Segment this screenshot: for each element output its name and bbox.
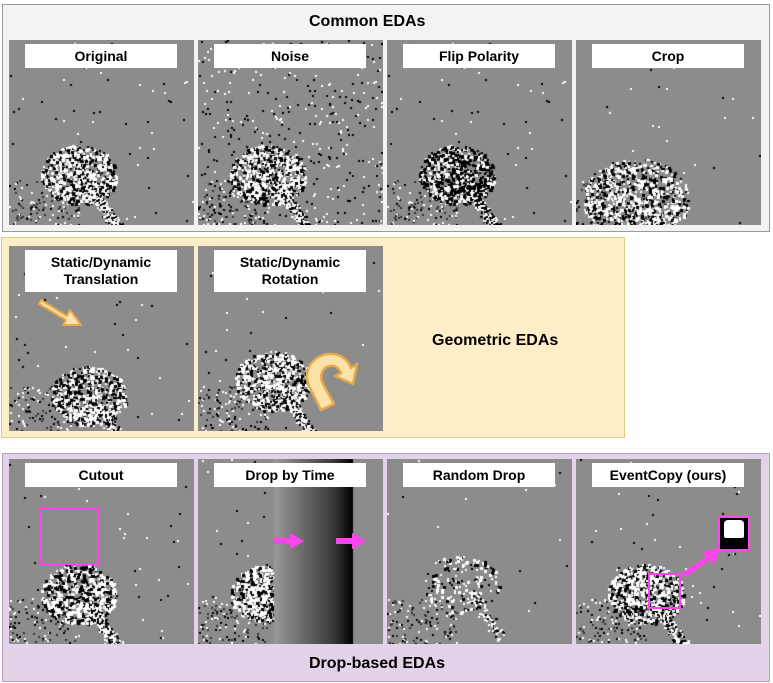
panel-label-crop: Crop — [592, 44, 744, 68]
panel-label-drop-by-time: Drop by Time — [214, 463, 366, 487]
event-frame-random-drop — [387, 459, 572, 644]
panel-cutout: Cutout — [9, 459, 194, 644]
translation-arrow-icon — [38, 299, 82, 326]
panel-crop: Crop — [576, 40, 761, 225]
panel-label-flip-polarity: Flip Polarity — [403, 44, 555, 68]
event-frame-cutout — [9, 459, 194, 644]
panel-label-cutout: Cutout — [25, 463, 177, 487]
event-frame-flip-polarity — [387, 40, 572, 225]
rotation-arrow-icon — [305, 352, 359, 412]
panel-rotation: Static/Dynamic Rotation — [198, 246, 383, 431]
panel-translation: Static/Dynamic Translation — [9, 246, 194, 431]
event-frame-noise — [198, 40, 383, 225]
panel-label-original: Original — [25, 44, 177, 68]
drop-based-edas-title: Drop-based EDAs — [309, 655, 446, 672]
common-edas-title: Common EDAs — [309, 13, 426, 30]
panel-label-rotation: Static/Dynamic Rotation — [214, 250, 366, 292]
panel-original: Original — [9, 40, 194, 225]
panel-random-drop: Random Drop — [387, 459, 572, 644]
panel-label-random-drop: Random Drop — [403, 463, 555, 487]
panel-eventcopy: EventCopy (ours) — [576, 459, 761, 644]
geometric-edas-title: Geometric EDAs — [432, 332, 559, 349]
event-frame-drop-by-time — [198, 459, 383, 644]
panel-drop-by-time: Drop by Time — [198, 459, 383, 644]
time-arrow-2-icon — [336, 533, 366, 549]
event-frame-crop — [576, 40, 761, 225]
eventcopy-target-box — [718, 516, 750, 551]
eventcopy-source-box — [648, 573, 681, 609]
panel-label-translation: Static/Dynamic Translation — [25, 250, 177, 292]
event-frame-eventcopy — [576, 459, 761, 644]
panel-noise: Noise — [198, 40, 383, 225]
panel-label-eventcopy: EventCopy (ours) — [592, 463, 744, 487]
panel-label-noise: Noise — [214, 44, 366, 68]
event-frame-original — [9, 40, 194, 225]
panel-flip-polarity: Flip Polarity — [387, 40, 572, 225]
time-arrow-1-icon — [274, 533, 304, 549]
copy-arrow-icon — [682, 548, 720, 577]
cutout-region-box — [40, 507, 99, 565]
